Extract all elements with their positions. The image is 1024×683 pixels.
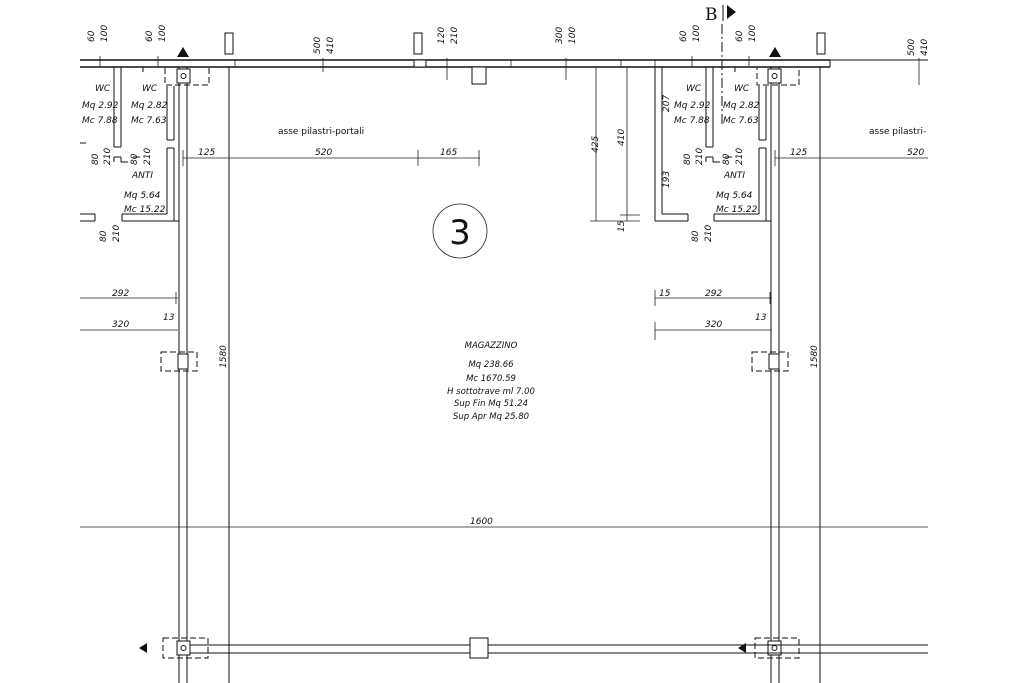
dim-text: 125	[198, 148, 215, 158]
dim-text: 320	[705, 320, 722, 330]
door-width: 80	[691, 230, 701, 242]
dim-text: 410	[617, 129, 627, 146]
right-service-block	[590, 67, 771, 222]
dim-text: 100	[692, 25, 702, 42]
room-volume: Mc 15.22	[124, 205, 166, 215]
axis-label: asse pilastri-	[869, 127, 926, 137]
room-name: WC	[686, 84, 702, 94]
unit-number: 3	[449, 213, 471, 253]
dim-text: 60	[87, 30, 97, 42]
top-wall	[80, 59, 928, 85]
dim-text: 320	[112, 320, 129, 330]
top-dimensions: 60 100 60 100 500 410 120 210 300 100 60…	[87, 25, 930, 56]
dim-text: 165	[440, 148, 457, 158]
dim-text: 100	[158, 25, 168, 42]
dim-text: 410	[920, 39, 930, 56]
door-width: 80	[99, 230, 109, 242]
columns	[160, 66, 800, 659]
axis-arrow-icon	[139, 643, 147, 653]
axis-label: asse pilastri-portali	[278, 127, 364, 137]
top-openings	[99, 32, 920, 85]
dim-text: 410	[326, 37, 336, 54]
axis-arrow-icon	[769, 47, 781, 57]
dim-text: 207	[662, 95, 672, 112]
dim-text: 500	[313, 37, 323, 54]
room-name: MAGAZZINO	[465, 341, 518, 351]
dim-text: 100	[748, 25, 758, 42]
room-opening-surface: Sup Apr Mq 25.80	[453, 412, 529, 422]
dim-text: 15	[617, 220, 627, 232]
room-volume: Mc 7.88	[674, 116, 710, 126]
axis-arrow-icon	[177, 47, 189, 57]
room-area: Mq 2.82	[131, 101, 168, 111]
door-height: 210	[103, 148, 113, 165]
dim-text: 520	[315, 148, 332, 158]
dim-text: 292	[705, 289, 722, 299]
door-width: 80	[91, 153, 101, 165]
axis-arrow-icon	[738, 643, 746, 653]
door-width: 80	[683, 153, 693, 165]
dim-text: 60	[679, 30, 689, 42]
dim-text: 1600	[470, 517, 493, 527]
right-room-labels: WC Mq 2.92 Mc 7.88 WC Mq 2.82 Mc 7.63 AN…	[662, 84, 760, 242]
room-window-surface: Sup Fin Mq 51.24	[454, 399, 528, 409]
dim-text: 13	[755, 313, 767, 323]
dimension-labels: 125 520 165 125 520 425 410 15 292 13 32…	[112, 129, 924, 527]
dim-text: 60	[145, 30, 155, 42]
room-area: Mq 2.92	[674, 101, 711, 111]
door-height: 210	[704, 225, 714, 242]
dim-text: 15	[659, 289, 671, 299]
dim-text: 100	[568, 27, 578, 44]
door-width: 80	[130, 153, 140, 165]
room-area: Mq 2.92	[82, 101, 119, 111]
dim-text: 300	[555, 27, 565, 44]
room-volume: Mc 7.63	[131, 116, 167, 126]
dim-text: 210	[450, 27, 460, 44]
dim-text: 13	[163, 313, 175, 323]
room-name: ANTI	[131, 171, 153, 181]
dim-text: 500	[907, 39, 917, 56]
room-name: WC	[142, 84, 158, 94]
door-height: 210	[735, 148, 745, 165]
section-arrow-icon	[727, 5, 736, 19]
left-room-labels: WC Mq 2.92 Mc 7.88 WC Mq 2.82 Mc 7.63 AN…	[82, 84, 168, 242]
dim-text: 520	[907, 148, 924, 158]
room-name: WC	[734, 84, 750, 94]
room-volume: Mc 7.88	[82, 116, 118, 126]
door-height: 210	[112, 225, 122, 242]
section-label: B	[705, 5, 718, 25]
room-name: WC	[95, 84, 111, 94]
dim-text: 100	[100, 25, 110, 42]
section-marker: B	[705, 5, 736, 125]
room-height: H sottotrave ml 7.00	[447, 387, 535, 397]
dim-text: 60	[735, 30, 745, 42]
dim-text: 193	[662, 171, 672, 188]
left-service-block	[80, 67, 179, 222]
room-volume: Mc 1670.59	[466, 374, 516, 384]
column-lines	[178, 67, 821, 683]
room-area: Mq 5.64	[716, 191, 753, 201]
unit-number-tag: 3	[432, 203, 488, 259]
room-area: Mq 2.82	[723, 101, 760, 111]
dim-text: 120	[437, 27, 447, 44]
dim-text: 1580	[219, 345, 229, 368]
door-width: 80	[722, 153, 732, 165]
dimension-lines	[80, 150, 928, 528]
door-height: 210	[143, 148, 153, 165]
dim-text: 425	[591, 136, 601, 153]
main-room-labels: MAGAZZINO Mq 238.66 Mc 1670.59 H sottotr…	[447, 341, 535, 422]
door-height: 210	[695, 148, 705, 165]
dim-text: 125	[790, 148, 807, 158]
room-volume: Mc 7.63	[723, 116, 759, 126]
room-name: ANTI	[723, 171, 745, 181]
dim-text: 1580	[810, 345, 820, 368]
room-volume: Mc 15.22	[716, 205, 758, 215]
room-area: Mq 238.66	[468, 360, 514, 370]
room-area: Mq 5.64	[124, 191, 161, 201]
bottom-wall	[139, 637, 928, 659]
dim-text: 292	[112, 289, 129, 299]
